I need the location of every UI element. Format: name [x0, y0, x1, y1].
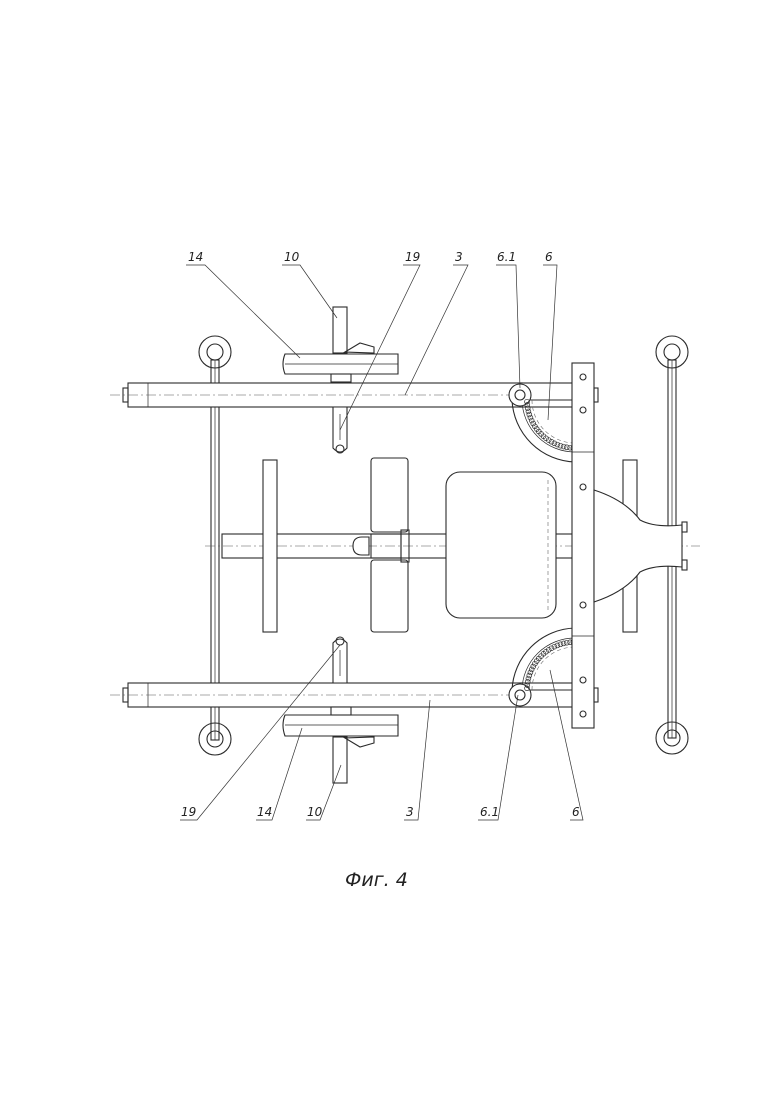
gear-tooth: [529, 667, 534, 672]
head-bracket: [594, 490, 687, 602]
gear-tooth: [527, 673, 532, 678]
label-14-bottom: 14: [257, 805, 272, 819]
gear-tooth: [549, 439, 554, 444]
left-crossbar: [263, 460, 277, 632]
gear-tooth: [561, 641, 566, 646]
label-19-top: 19: [405, 250, 420, 264]
label-3-bottom: 3: [406, 805, 414, 819]
gear-tooth: [564, 445, 569, 450]
gear-tooth: [531, 664, 536, 669]
gear-tooth: [555, 643, 560, 648]
label-6-1-bottom: 6.1: [480, 805, 499, 819]
bottom-weight-plate-assembly: [283, 637, 398, 783]
top-gear-sector: [509, 383, 576, 462]
label-6-bottom: 6: [572, 805, 580, 819]
gear-tooth: [558, 642, 563, 647]
top-arm: [110, 383, 540, 407]
gear-tooth: [558, 443, 563, 448]
bottom-gear-sector: [509, 628, 576, 707]
top-weight-plate-assembly: [283, 307, 398, 453]
gear-tooth: [529, 418, 534, 423]
bottom-arm: [110, 683, 540, 707]
figure-caption: Фиг. 4: [345, 869, 408, 891]
foot-pads: [353, 458, 409, 632]
gear-tooth: [531, 421, 536, 426]
gear-tooth: [552, 644, 557, 649]
gear-tooth: [555, 442, 560, 447]
gear-tooth: [526, 409, 531, 414]
label-19-bottom: 19: [181, 805, 196, 819]
label-3-top: 3: [455, 250, 463, 264]
label-10-bottom: 10: [307, 805, 323, 819]
gear-tooth: [552, 441, 557, 446]
gear-tooth: [528, 415, 533, 420]
label-14-top: 14: [188, 250, 203, 264]
label-10-top: 10: [284, 250, 300, 264]
seat-cushion: [446, 472, 556, 618]
gear-tooth: [526, 676, 531, 681]
label-6-1-top: 6.1: [497, 250, 516, 264]
gear-tooth: [527, 412, 532, 417]
gear-tooth: [549, 646, 554, 651]
label-6-top: 6: [545, 250, 553, 264]
gear-tooth: [528, 670, 533, 675]
gear-tooth: [561, 444, 566, 449]
